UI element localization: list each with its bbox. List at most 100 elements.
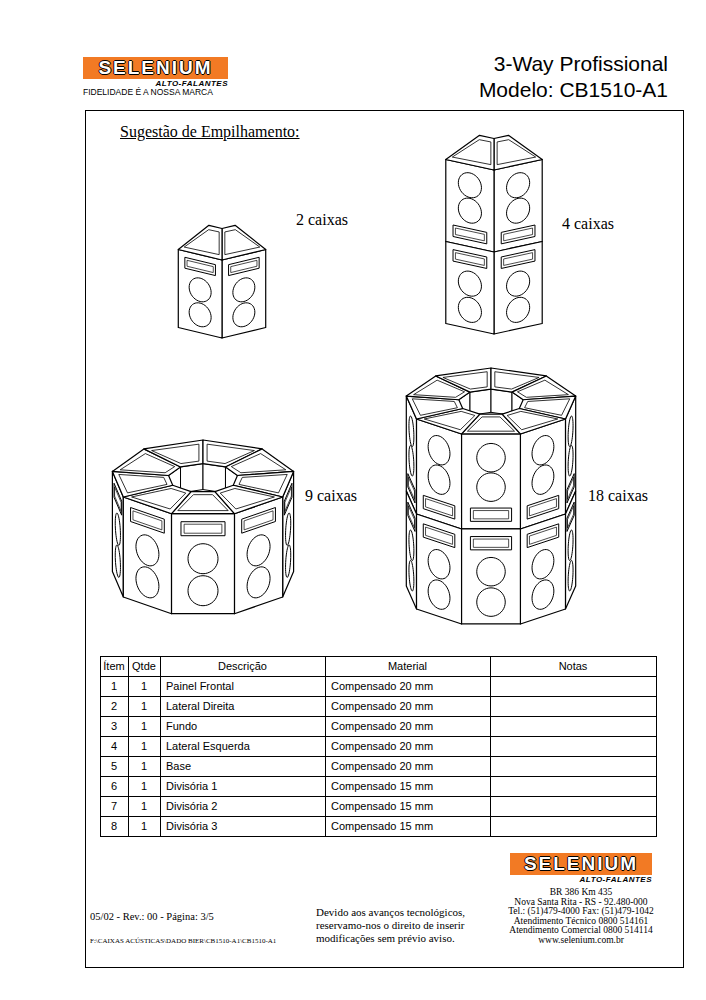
- table-cell: 4: [100, 736, 128, 756]
- horn-opening: [185, 257, 216, 275]
- speaker-stack-illustration: [178, 225, 265, 338]
- table-grid: [100, 656, 657, 837]
- speaker-cutout: [115, 513, 120, 545]
- stacking-figures: [112, 135, 575, 624]
- horn-opening: [453, 250, 487, 269]
- speaker-cutout: [458, 173, 481, 198]
- cabinet-wall: [517, 380, 568, 397]
- horn-opening: [131, 508, 165, 534]
- table-cell: Base: [160, 756, 325, 776]
- section-heading: Sugestão de Empilhamento:: [120, 123, 300, 141]
- horn-inner: [408, 506, 414, 528]
- speaker-cutout: [477, 443, 506, 472]
- table-header: Notas: [490, 656, 656, 676]
- speaker-cutout: [189, 303, 211, 327]
- horn-opening: [242, 508, 276, 534]
- cabinet-face: [494, 241, 542, 334]
- cabinet-wall: [184, 230, 219, 255]
- horn-inner: [231, 260, 257, 272]
- horn-opening: [470, 508, 511, 521]
- cabinet-wall: [225, 230, 260, 255]
- horn-inner: [568, 477, 574, 499]
- speaker-cutout: [409, 560, 414, 591]
- speaker-cutout: [477, 557, 506, 586]
- cabinet-top: [502, 408, 565, 433]
- horn-inner: [455, 253, 484, 266]
- page-frame: [86, 111, 684, 968]
- cabinet-wall: [220, 488, 274, 509]
- table-cell: 1: [128, 796, 160, 816]
- horn-inner: [568, 506, 574, 528]
- table-cell: 1: [128, 756, 160, 776]
- cabinet-face: [520, 514, 565, 624]
- cabinet-top: [215, 485, 283, 513]
- cabinet-wall: [497, 140, 536, 165]
- cabinet-face: [123, 497, 171, 614]
- table-cell: Divisória 3: [160, 816, 325, 836]
- speaker-cutout: [507, 173, 530, 198]
- horn-opening: [423, 495, 455, 519]
- horn-inner: [473, 539, 508, 547]
- cabinet-wall: [152, 444, 199, 463]
- horn-inner: [504, 253, 533, 266]
- speaker-cutout: [532, 436, 554, 465]
- horn-opening: [229, 257, 260, 275]
- horn-inner: [455, 228, 484, 241]
- address-line: Nova Santa Rita - RS - 92.480-000: [491, 897, 671, 908]
- cabinet-top: [178, 225, 222, 260]
- table-cell: Compensado 20 mm: [325, 696, 490, 716]
- horn-opening: [408, 502, 415, 531]
- speaker-cutout: [136, 535, 159, 566]
- cabinet-top: [225, 449, 293, 476]
- cabinet-face: [417, 419, 462, 529]
- table-cell: Divisória 2: [160, 796, 325, 816]
- speaker-cutout: [428, 465, 450, 494]
- speaker-cutout: [409, 445, 414, 476]
- table-cell: 6: [100, 776, 128, 796]
- logo-wordmark: SELENIUM: [83, 57, 228, 79]
- logo-subtitle: ALTO-FALANTES: [510, 875, 652, 885]
- disclaimer: Devido aos avanços tecnológicos, reserva…: [316, 906, 488, 946]
- cabinet-face: [494, 159, 542, 252]
- horn-inner: [408, 477, 414, 499]
- horn-opening: [501, 225, 535, 244]
- speaker-cutout: [532, 550, 554, 579]
- table-header: Qtde: [128, 656, 160, 676]
- table-cell: Compensado 20 mm: [325, 736, 490, 756]
- speaker-cutout: [428, 436, 450, 465]
- speaker-cutout: [568, 416, 573, 447]
- table-header: Descrição: [160, 656, 325, 676]
- table-cell: Lateral Direita: [160, 696, 325, 716]
- cabinet-face: [565, 491, 575, 609]
- cabinet-face: [520, 419, 565, 529]
- tagline: FIDELIDADE É A NOSSA MARCA: [83, 88, 213, 98]
- horn-opening: [527, 524, 559, 548]
- horn-inner: [504, 228, 533, 241]
- speaker-cutout: [136, 567, 159, 598]
- table-cell: 1: [128, 776, 160, 796]
- cabinet-face: [446, 159, 494, 252]
- speaker-cutout: [247, 535, 270, 566]
- speaker-cutout: [507, 198, 530, 223]
- table-cell: 8: [100, 816, 128, 836]
- horn-inner: [426, 499, 453, 516]
- address-line: www.selenium.com.br: [491, 935, 671, 946]
- table-cell: 2: [100, 696, 128, 716]
- stack-label: 18 caixas: [588, 487, 648, 505]
- table-header: Material: [325, 656, 490, 676]
- address-line: Tel.: (51)479-4000 Fax: (51)479-1042: [491, 906, 671, 917]
- cabinet-wall: [507, 411, 558, 429]
- cabinet-face: [234, 497, 282, 614]
- address-line: BR 386 Km 435: [491, 887, 671, 898]
- speaker-cutout: [477, 473, 506, 502]
- stack-label: 9 caixas: [305, 487, 357, 505]
- table-cell: 7: [100, 796, 128, 816]
- speaker-cutout: [458, 271, 481, 296]
- cabinet-face: [178, 249, 222, 338]
- cabinet-wall: [119, 474, 167, 492]
- speaker-cutout: [188, 576, 218, 606]
- speaker-cutout: [233, 303, 255, 327]
- revision-note: 05/02 - Rev.: 00 - Página: 3/5: [90, 911, 214, 923]
- logo-box: SELENIUMALTO-FALANTES: [510, 853, 652, 885]
